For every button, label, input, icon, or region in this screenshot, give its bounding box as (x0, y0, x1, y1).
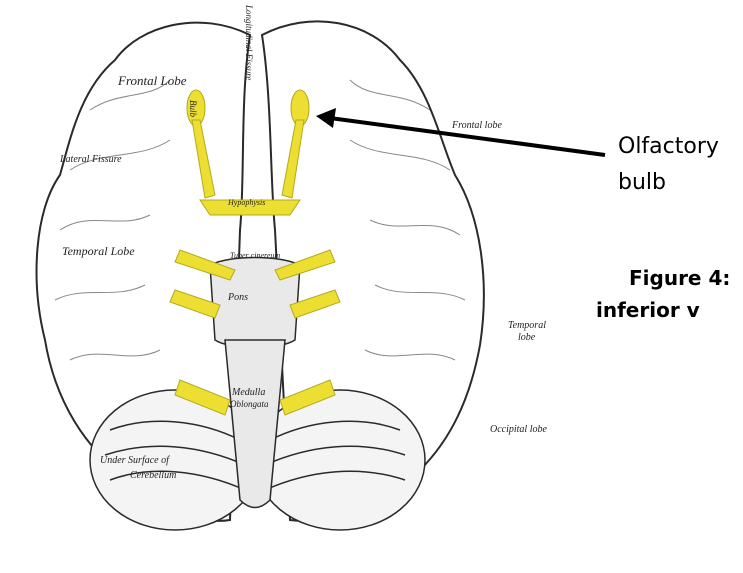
label-frontal-lobe-right: Frontal lobe (451, 120, 502, 131)
label-medulla-2: Oblongata (230, 399, 269, 409)
callout-label-line2: bulb (618, 170, 666, 195)
label-lateral-fissure: Lateral Fissure (59, 154, 122, 165)
label-tuber-cinereum: Tuber cinereum (230, 251, 280, 260)
label-medulla-1: Medulla (231, 387, 265, 398)
label-cerebellum-1: Under Surface of (100, 455, 170, 466)
figure-caption-line2: inferior v (596, 298, 700, 322)
callout-label-line1: Olfactory (618, 134, 719, 159)
figure-caption-line1: Figure 4: (629, 266, 730, 290)
label-hypophysis: Hypophysis (227, 198, 265, 207)
label-temporal-lobe-right-1: Temporal (508, 320, 546, 331)
label-bulb: Bulb (188, 100, 198, 117)
label-temporal-lobe-left: Temporal Lobe (62, 244, 135, 258)
label-temporal-lobe-right-2: lobe (518, 332, 536, 343)
label-pons: Pons (227, 292, 248, 303)
label-cerebellum-2: Cerebellum (130, 470, 176, 481)
label-longitudinal-fissure: Longitudinal Fissure (244, 4, 254, 80)
label-occipital-lobe: Occipital lobe (490, 424, 547, 435)
label-frontal-lobe-left: Frontal Lobe (117, 73, 187, 88)
